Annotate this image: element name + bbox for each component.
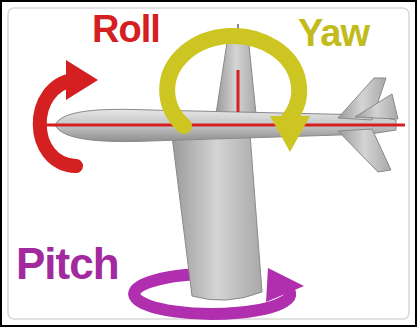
yaw-arrowhead [270,116,310,152]
vertical-fin [216,36,256,114]
roll-arrowhead [66,60,98,100]
yaw-axis [237,70,240,112]
tail-fin [355,94,398,119]
pitch-arrowhead [266,268,304,302]
yaw-arrow [167,36,299,126]
wing [172,134,262,300]
tail-stabilizer [338,129,391,172]
roll-axis [40,124,405,127]
axis-label: Yaw [298,14,369,52]
axis-label: Roll [92,10,160,48]
axis-label: Pitch [16,242,119,286]
inner-frame [8,8,409,319]
